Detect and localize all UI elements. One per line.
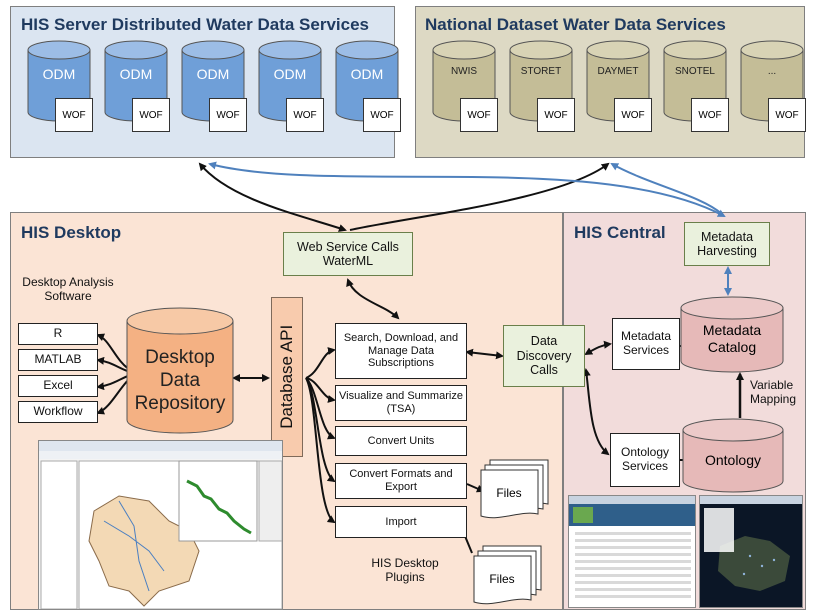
odm-database-3: ODM WOF bbox=[181, 40, 247, 136]
metadata-catalog-label: Metadata Catalog bbox=[702, 322, 762, 355]
national-database-1: NWIS WOF bbox=[432, 40, 498, 136]
metadata-services-box[interactable]: Metadata Services bbox=[612, 318, 680, 370]
his-desktop-plugins-label: HIS Desktop Plugins bbox=[371, 556, 439, 585]
his-central-screenshot-map bbox=[699, 495, 803, 608]
software-excel-box[interactable]: Excel bbox=[18, 375, 98, 397]
metadata-harvesting-box: Metadata Harvesting bbox=[684, 222, 770, 266]
national-database-label: SNOTEL bbox=[674, 66, 715, 77]
ontology-services-box[interactable]: Ontology Services bbox=[610, 433, 680, 487]
odm-database-1: ODM WOF bbox=[27, 40, 93, 136]
desktop-data-repository: Desktop Data Repository bbox=[126, 307, 234, 434]
national-wof-service: WOF bbox=[768, 98, 806, 132]
ontology-label: Ontology bbox=[704, 452, 762, 468]
files-stack-export: Files bbox=[480, 458, 550, 520]
national-database-3: DAYMET WOF bbox=[586, 40, 652, 136]
files-label-import: Files bbox=[489, 572, 515, 586]
software-r-box[interactable]: R bbox=[18, 323, 98, 345]
plugin-convert-units[interactable]: Convert Units bbox=[335, 426, 467, 456]
metadata-harvesting-label: Metadata Harvesting bbox=[697, 229, 757, 258]
web-service-calls-label: Web Service Calls WaterML bbox=[297, 239, 399, 268]
data-discovery-calls-label: Data Discovery Calls bbox=[516, 334, 572, 378]
software-workflow-box[interactable]: Workflow bbox=[18, 401, 98, 423]
odm-database-5: ODM WOF bbox=[335, 40, 401, 136]
odm-wof-service: WOF bbox=[209, 98, 247, 132]
desktop-analysis-label: Desktop Analysis Software bbox=[22, 275, 114, 304]
software-excel-label: Excel bbox=[43, 378, 73, 393]
arrow-national-to-harvest bbox=[610, 163, 723, 215]
odm-database-4: ODM WOF bbox=[258, 40, 324, 136]
his-server-title: HIS Server Distributed Water Data Servic… bbox=[21, 15, 370, 34]
software-matlab-label: MATLAB bbox=[34, 352, 82, 367]
odm-database-label: ODM bbox=[350, 66, 384, 82]
national-wof-service: WOF bbox=[537, 98, 575, 132]
odm-wof-service: WOF bbox=[363, 98, 401, 132]
plugin-convert-units-label: Convert Units bbox=[367, 434, 435, 447]
his-desktop-title: HIS Desktop bbox=[21, 223, 122, 242]
odm-wof-service: WOF bbox=[286, 98, 324, 132]
desktop-data-repository-label: Desktop Data Repository bbox=[134, 347, 226, 414]
plugin-convert-formats-label: Convert Formats and Export bbox=[349, 468, 453, 493]
software-matlab-box[interactable]: MATLAB bbox=[18, 349, 98, 371]
national-wof-service: WOF bbox=[691, 98, 729, 132]
national-database-label: ... bbox=[767, 66, 777, 77]
metadata-catalog: Metadata Catalog bbox=[680, 296, 784, 374]
national-database-4: SNOTEL WOF bbox=[663, 40, 729, 136]
national-database-label: DAYMET bbox=[597, 66, 639, 77]
ontology-services-label: Ontology Services bbox=[620, 445, 670, 473]
national-database-5: ... WOF bbox=[740, 40, 806, 136]
plugin-search-download[interactable]: Search, Download, and Manage Data Subscr… bbox=[335, 323, 467, 379]
odm-database-2: ODM WOF bbox=[104, 40, 170, 136]
national-database-label: STORET bbox=[520, 66, 562, 77]
plugin-visualize-label: Visualize and Summarize (TSA) bbox=[339, 390, 463, 415]
arrow-server-to-harvest bbox=[208, 161, 726, 217]
national-wof-service: WOF bbox=[460, 98, 498, 132]
national-wof-service: WOF bbox=[614, 98, 652, 132]
odm-database-label: ODM bbox=[119, 66, 153, 82]
his-desktop-screenshot bbox=[38, 440, 283, 610]
plugin-convert-formats[interactable]: Convert Formats and Export bbox=[335, 463, 467, 499]
plugin-import[interactable]: Import bbox=[335, 506, 467, 538]
metadata-services-label: Metadata Services bbox=[620, 329, 672, 357]
data-discovery-calls-box: Data Discovery Calls bbox=[503, 325, 585, 387]
odm-wof-service: WOF bbox=[132, 98, 170, 132]
his-central-title: HIS Central bbox=[574, 223, 666, 242]
odm-database-label: ODM bbox=[273, 66, 307, 82]
odm-wof-service: WOF bbox=[55, 98, 93, 132]
software-workflow-label: Workflow bbox=[33, 404, 83, 419]
database-api-bar: Database API bbox=[271, 297, 303, 457]
software-r-label: R bbox=[53, 326, 63, 341]
database-api-label: Database API bbox=[277, 325, 297, 429]
ontology-store: Ontology bbox=[682, 418, 784, 494]
plugin-visualize[interactable]: Visualize and Summarize (TSA) bbox=[335, 385, 467, 421]
his-central-screenshot-web bbox=[568, 495, 696, 608]
plugin-search-download-label: Search, Download, and Manage Data Subscr… bbox=[343, 332, 459, 370]
odm-database-label: ODM bbox=[196, 66, 230, 82]
national-dataset-title: National Dataset Water Data Services bbox=[425, 15, 726, 34]
web-service-calls-box: Web Service Calls WaterML bbox=[283, 232, 413, 276]
odm-database-label: ODM bbox=[42, 66, 76, 82]
files-stack-import: Files bbox=[473, 544, 543, 606]
files-label-export: Files bbox=[496, 486, 522, 500]
national-database-2: STORET WOF bbox=[509, 40, 575, 136]
plugin-import-label: Import bbox=[385, 515, 417, 528]
national-database-label: NWIS bbox=[450, 66, 478, 77]
variable-mapping-label: Variable Mapping bbox=[750, 378, 797, 407]
